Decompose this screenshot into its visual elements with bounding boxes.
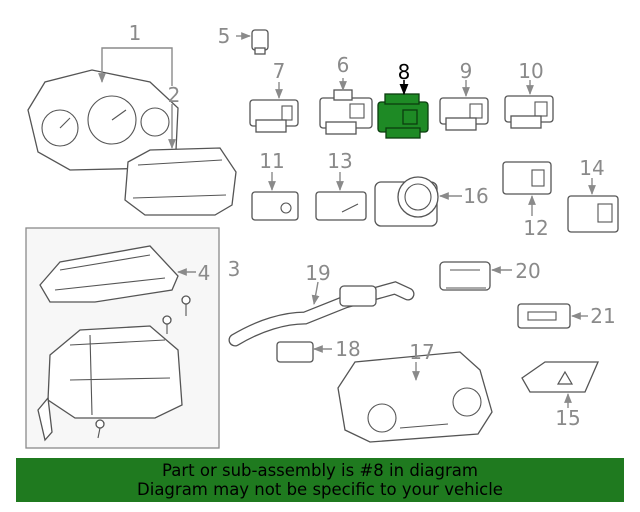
callout-13: 13 bbox=[327, 149, 352, 173]
callout-21: 21 bbox=[590, 304, 615, 328]
banner-line-disclaimer: Diagram may not be specific to your vehi… bbox=[137, 480, 503, 499]
part-storage-bracket-4[interactable] bbox=[39, 245, 179, 303]
part-cable-19[interactable] bbox=[228, 281, 415, 347]
part-center-panel-17[interactable] bbox=[337, 351, 493, 443]
callout-12: 12 bbox=[523, 216, 548, 240]
callout-3: 3 bbox=[228, 257, 241, 281]
part-switch-16[interactable] bbox=[374, 176, 439, 227]
callout-15: 15 bbox=[555, 406, 580, 430]
callout-7: 7 bbox=[273, 59, 286, 83]
callout-1: 1 bbox=[129, 21, 142, 45]
part-bulb[interactable] bbox=[251, 29, 269, 55]
leader-lines bbox=[98, 32, 596, 408]
part-bolts[interactable] bbox=[95, 295, 191, 439]
part-switch-6[interactable] bbox=[319, 89, 373, 135]
callout-17: 17 bbox=[409, 340, 434, 364]
callout-2: 2 bbox=[168, 83, 181, 107]
part-switch-10[interactable] bbox=[504, 95, 554, 129]
part-switch-7[interactable] bbox=[249, 99, 299, 133]
callout-18: 18 bbox=[335, 337, 360, 361]
callout-4: 4 bbox=[198, 261, 211, 285]
callout-8-highlighted: 8 bbox=[398, 60, 411, 84]
part-switch-11[interactable] bbox=[251, 191, 299, 221]
part-info-banner: Part or sub-assembly is #8 in diagram Di… bbox=[16, 458, 624, 502]
part-switch-14[interactable] bbox=[567, 195, 619, 233]
callout-6: 6 bbox=[337, 53, 350, 77]
part-instrument-cluster[interactable] bbox=[27, 69, 179, 171]
part-storage-housing[interactable] bbox=[47, 325, 183, 419]
callout-16: 16 bbox=[463, 184, 488, 208]
part-switch-13[interactable] bbox=[315, 191, 367, 221]
callout-9: 9 bbox=[460, 59, 473, 83]
callout-11: 11 bbox=[259, 149, 284, 173]
part-clip[interactable] bbox=[37, 396, 53, 442]
callout-19: 19 bbox=[305, 261, 330, 285]
exploded-parts-diagram: 1 2 3 4 5 6 7 8 9 10 11 12 13 14 15 16 1… bbox=[25, 21, 619, 449]
banner-line-part-number: Part or sub-assembly is #8 in diagram bbox=[162, 461, 478, 480]
callout-20: 20 bbox=[515, 259, 540, 283]
callout-5: 5 bbox=[218, 24, 231, 48]
part-hazard-switch-15[interactable] bbox=[521, 361, 599, 393]
part-connector-20[interactable] bbox=[439, 261, 491, 291]
callout-labels: 1 2 3 4 5 6 7 8 9 10 11 12 13 14 15 16 1… bbox=[129, 21, 616, 430]
part-switch-9[interactable] bbox=[439, 97, 489, 131]
part-connector-18[interactable] bbox=[276, 341, 314, 363]
part-cluster-lens[interactable] bbox=[124, 147, 237, 216]
part-switch-8-highlighted[interactable] bbox=[377, 93, 429, 139]
part-panel-21[interactable] bbox=[517, 303, 571, 329]
callout-10: 10 bbox=[518, 59, 543, 83]
callout-14: 14 bbox=[579, 156, 604, 180]
part-switch-12[interactable] bbox=[502, 161, 552, 195]
